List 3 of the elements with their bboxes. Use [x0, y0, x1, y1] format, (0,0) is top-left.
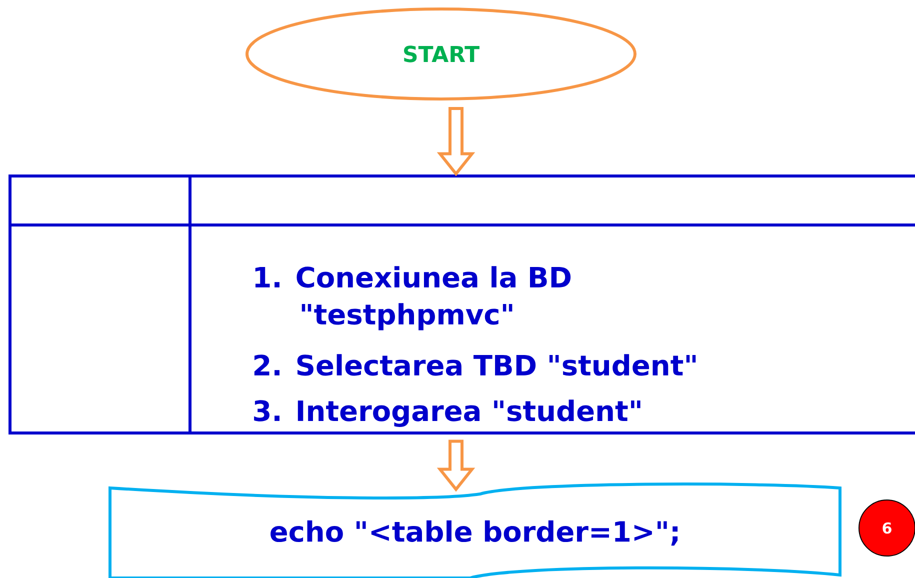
process-table: 1. Conexiunea la BD "testphpmvc" 2. Selectarea TBD "student" 3. Interogarea "student": [8, 174, 915, 434]
block-arrow: [436, 107, 476, 176]
block-arrow: [436, 440, 476, 492]
